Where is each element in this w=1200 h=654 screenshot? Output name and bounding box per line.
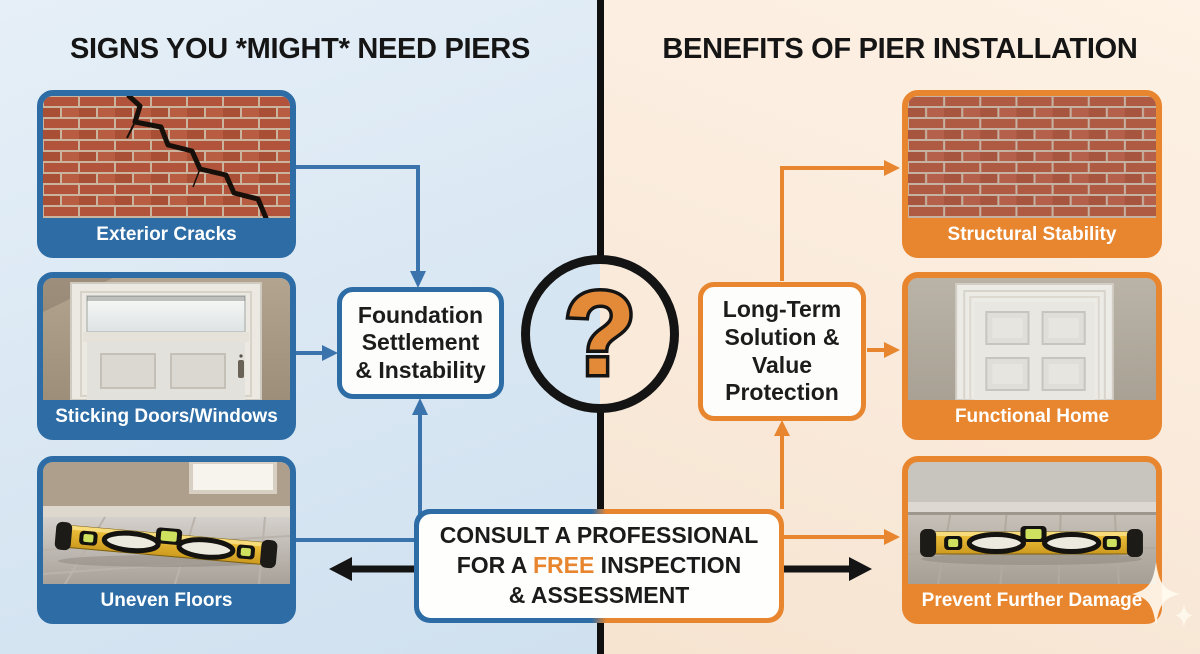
card-sticking-doors-windows: Sticking Doors/Windows — [37, 272, 296, 440]
cta-text: CONSULT A PROFESSIONAL FOR A FREE INSPEC… — [419, 514, 779, 618]
long-term-solution-node: Long-Term Solution & Value Protection — [698, 282, 866, 421]
card-label: Exterior Cracks — [96, 224, 237, 245]
card-functional-home: Functional Home — [902, 272, 1162, 440]
sticking-door-image — [43, 278, 290, 400]
left-panel-title: SIGNS YOU *MIGHT* NEED PIERS — [70, 33, 530, 65]
node-line: Foundation — [357, 301, 484, 328]
level-on-floor-image — [908, 462, 1156, 584]
node-line: Value — [751, 351, 813, 378]
question-mark-icon: ? — [560, 265, 639, 404]
consult-professional-cta: CONSULT A PROFESSIONAL FOR A FREE INSPEC… — [414, 509, 784, 623]
free-highlight: FREE — [532, 552, 595, 579]
card-prevent-further-damage: Prevent Further Damage — [902, 456, 1162, 624]
card-label: Uneven Floors — [100, 590, 233, 611]
card-label: Sticking Doors/Windows — [55, 406, 278, 427]
card-structural-stability: Structural Stability — [902, 90, 1162, 258]
paneled-door-image — [908, 278, 1156, 400]
card-label: Prevent Further Damage — [921, 590, 1143, 611]
question-mark-circle: ? — [521, 255, 679, 413]
card-uneven-floors: Uneven Floors — [37, 456, 296, 624]
svg-text:?: ? — [564, 268, 636, 400]
intact-brick-wall-image — [908, 96, 1156, 218]
node-line: & Instability — [355, 356, 486, 383]
cta-line-3: & ASSESSMENT — [508, 581, 690, 608]
card-label: Functional Home — [954, 406, 1110, 427]
node-line: Settlement — [361, 329, 480, 356]
tilted-level-image — [43, 462, 290, 584]
cta-line-2: FOR A FREE INSPECTION — [456, 552, 742, 579]
foundation-settlement-node: Foundation Settlement & Instability — [337, 287, 504, 399]
right-panel-title: BENEFITS OF PIER INSTALLATION — [662, 33, 1138, 65]
node-line: Solution & — [724, 323, 840, 350]
card-label: Structural Stability — [947, 224, 1117, 245]
node-line: Protection — [725, 379, 839, 406]
node-line: Long-Term — [722, 296, 842, 323]
cracked-brick-wall-image — [43, 96, 290, 218]
cta-line-1: CONSULT A PROFESSIONAL — [439, 522, 759, 549]
card-exterior-cracks: Exterior Cracks — [37, 90, 296, 258]
